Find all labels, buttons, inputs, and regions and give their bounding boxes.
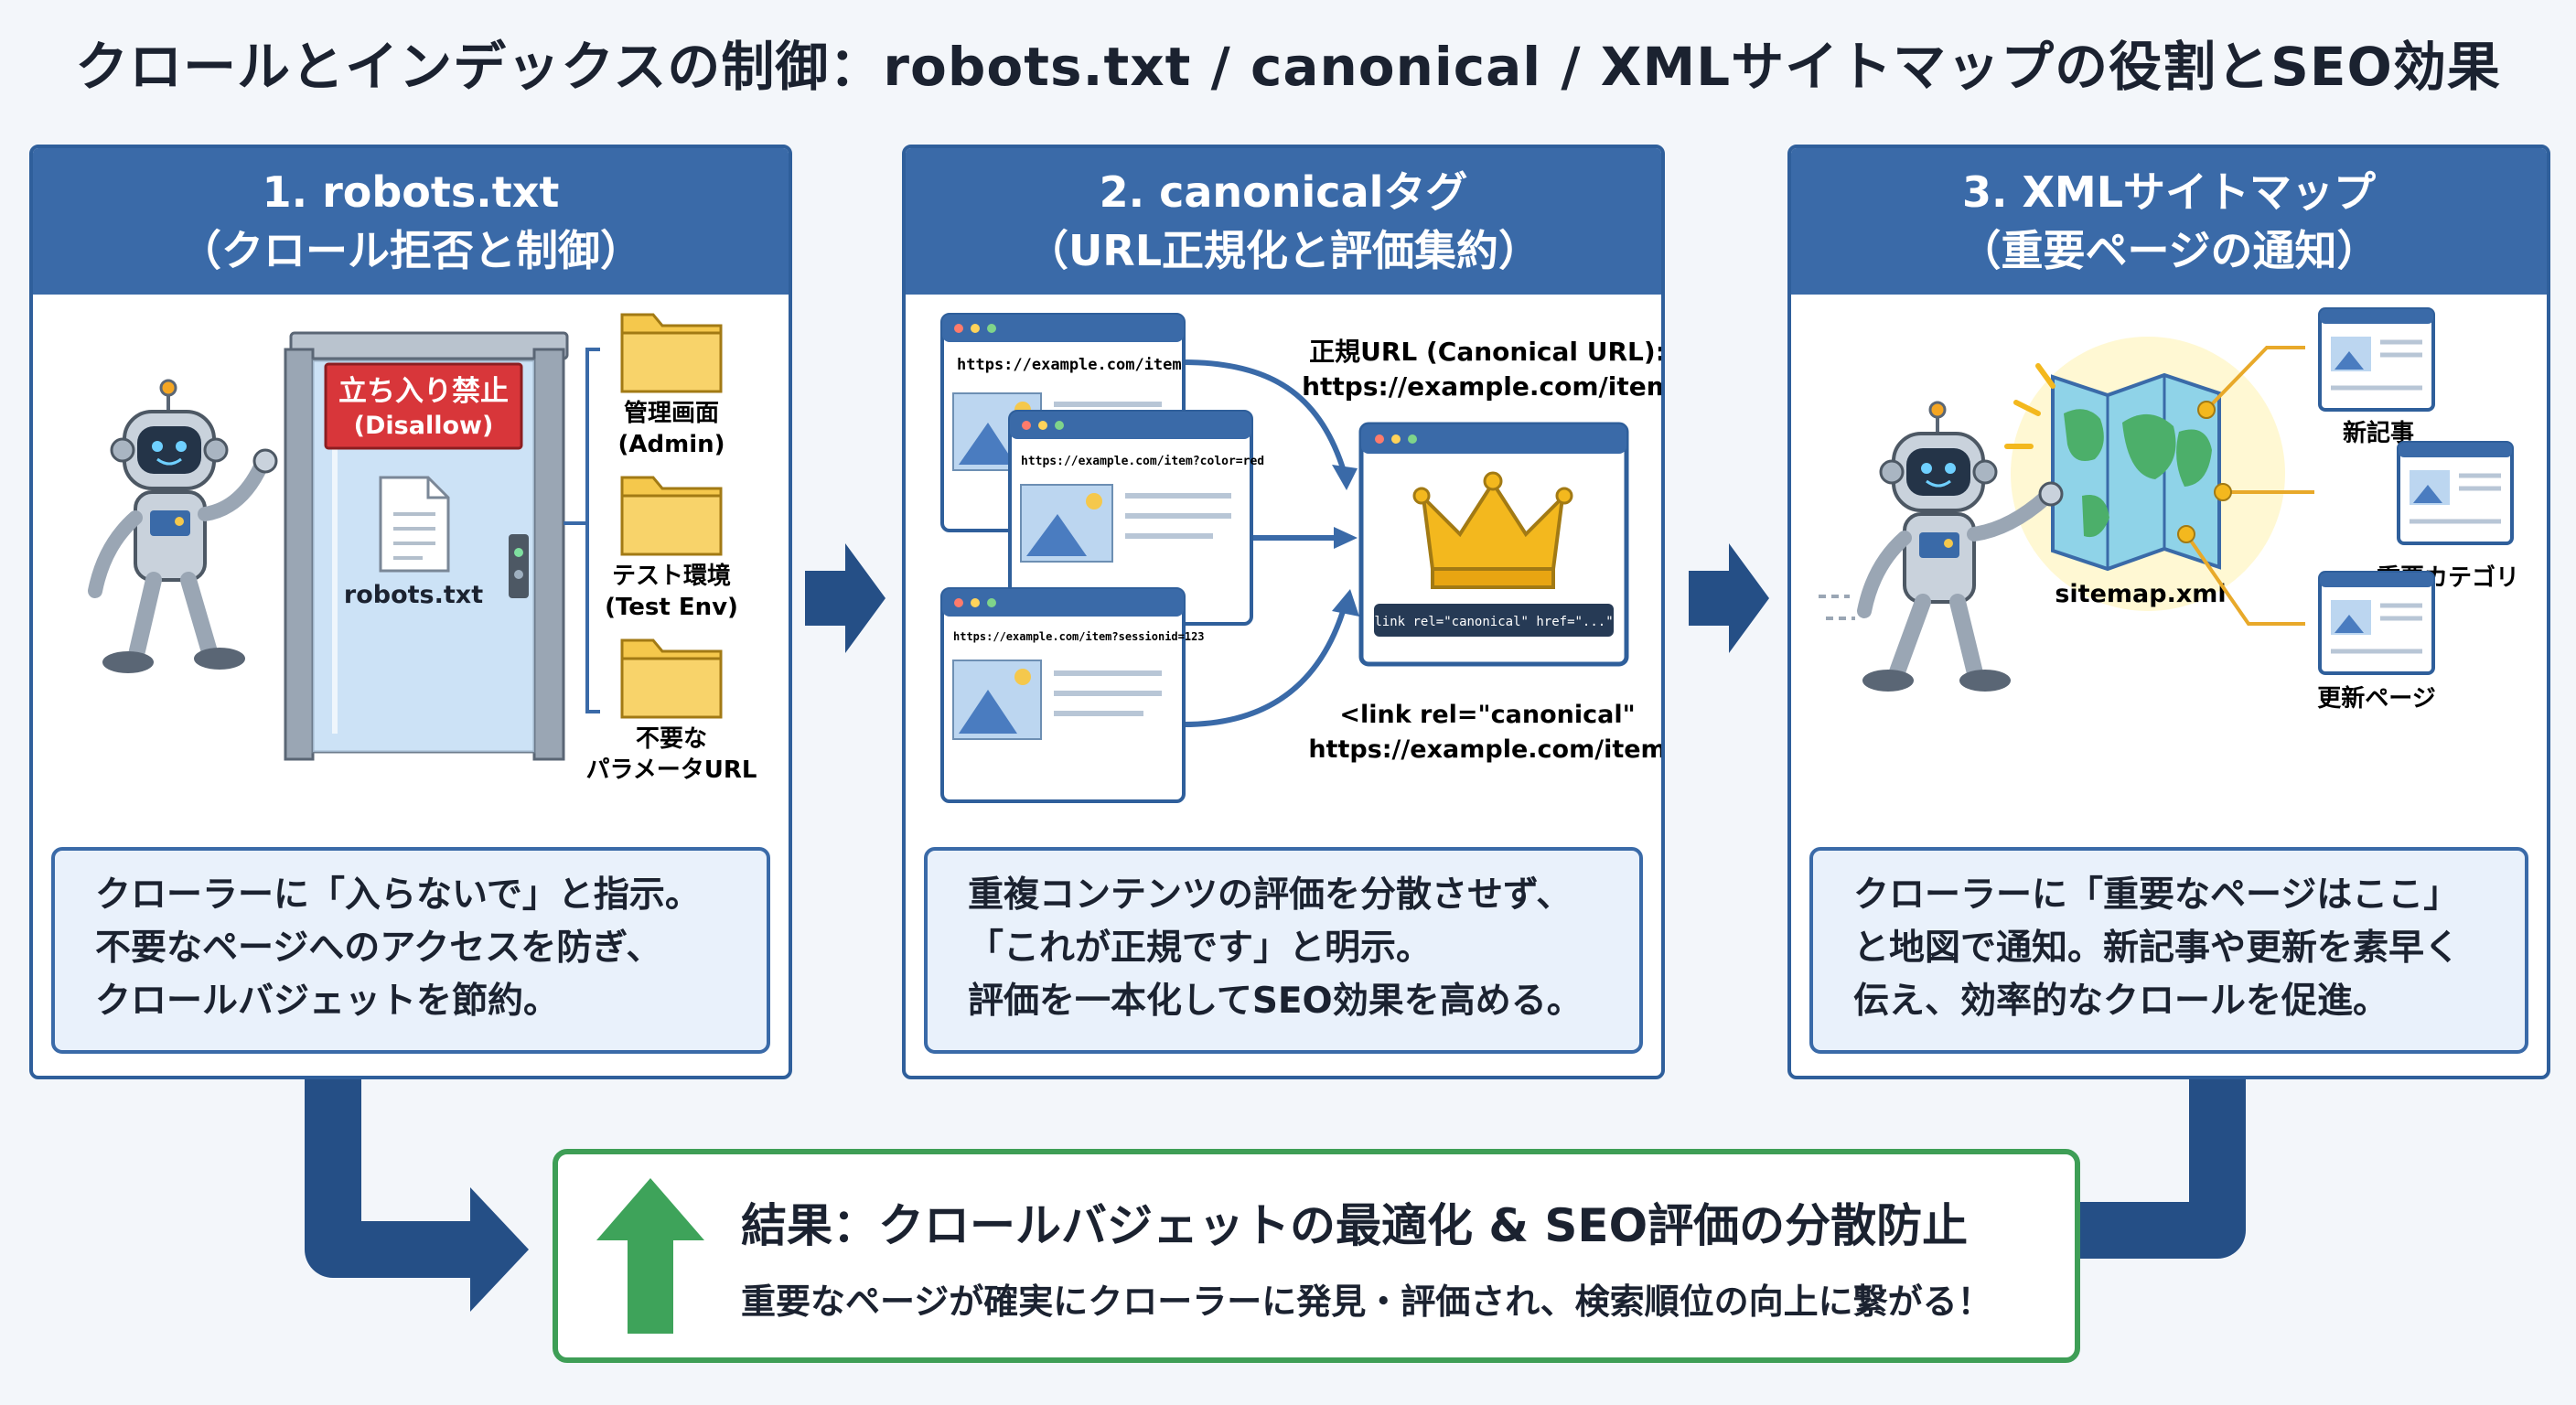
folder-icon xyxy=(620,313,723,393)
desc-line: クローラーに「重要なページはここ」 xyxy=(1853,874,2460,916)
flow-arrow-to-result xyxy=(305,1079,529,1312)
robots-illustration: 立ち入り禁止 (Disallow) robots.txt 管理画面 (Admin… xyxy=(88,313,757,784)
no-entry-sign: 立ち入り禁止 (Disallow) xyxy=(324,362,523,450)
folder-label-line2: (Admin) xyxy=(617,431,724,458)
sign-text: 立ち入り禁止 xyxy=(338,375,509,408)
desc-line: クローラーに「入らないで」と指示。 xyxy=(95,874,701,916)
link-tag-line1: <link rel="canonical" xyxy=(1339,701,1635,729)
panel-heading: 3. XMLサイトマップ （重要ページの通知） xyxy=(1791,148,2547,295)
browser-window-icon xyxy=(1008,410,1253,626)
result-subtitle: 重要なページが確実にクローラーに発見・評価され、検索順位の向上に繋がる！ xyxy=(741,1282,1992,1322)
folder-label-line2: (Test Env) xyxy=(605,594,738,621)
file-label: robots.txt xyxy=(344,581,483,609)
folder-icon xyxy=(620,476,723,556)
panel-heading-line2: （重要ページの通知） xyxy=(1959,226,2379,275)
folder-label-line1: テスト環境 xyxy=(612,562,731,590)
desc-line: 不要なページへのアクセスを防ぎ、 xyxy=(95,928,662,969)
flow-arrow-right xyxy=(805,543,886,653)
url-text: https://example.com/item xyxy=(957,356,1182,374)
desc-line: 評価を一本化してSEO効果を高める。 xyxy=(968,981,1583,1022)
url-text: https://example.com/item?color=red xyxy=(1021,455,1264,468)
canonical-illustration: https://example.com/item https://example… xyxy=(940,313,1661,803)
folder-label-line2: パラメータURL xyxy=(586,756,757,784)
link-tag-line2: https://example.com/item xyxy=(1308,735,1661,764)
desc-line: 重複コンテンツの評価を分散させず、 xyxy=(968,874,1572,916)
file-icon xyxy=(379,476,450,573)
panel-canonical: 2. canonicalタグ （URL正規化と評価集約） https://exa… xyxy=(902,145,1665,1079)
panel-heading-line2: （クロール拒否と制御） xyxy=(179,226,642,275)
sitemap-illustration: sitemap.xml 新記事 xyxy=(1819,307,2519,713)
page-title: クロールとインデックスの制御：robots.txt / canonical / … xyxy=(75,36,2501,98)
panel-description: 重複コンテンツの評価を分散させず、 「これが正規です」と明示。 評価を一本化して… xyxy=(924,847,1643,1054)
folder-label-line1: 管理画面 xyxy=(624,400,719,427)
flow-connector-from-panel3 xyxy=(2080,1079,2246,1259)
map-label: sitemap.xml xyxy=(2055,580,2226,608)
page-label: 更新ページ xyxy=(2317,684,2435,713)
desc-line: クロールバジェットを節約。 xyxy=(95,981,560,1022)
panel-heading-line1: 2. canonicalタグ xyxy=(1099,167,1468,217)
browser-window-icon xyxy=(940,587,1186,803)
browser-window-icon xyxy=(2318,307,2435,412)
canonical-label: 正規URL (Canonical URL): xyxy=(1309,337,1661,367)
sign-subtext: (Disallow) xyxy=(354,412,494,440)
browser-window-icon xyxy=(2397,441,2514,545)
canonical-code-snippet: <link rel="canonical" href="..."> xyxy=(1367,615,1621,629)
panel-heading: 1. robots.txt （クロール拒否と制御） xyxy=(33,148,789,295)
robot-icon xyxy=(1819,401,2064,692)
desc-line: 伝え、効率的なクロールを促進。 xyxy=(1853,981,2389,1022)
panel-description: クローラーに「入らないで」と指示。 不要なページへのアクセスを防ぎ、 クロールバ… xyxy=(51,847,770,1054)
panel-description: クローラーに「重要なページはここ」 と地図で通知。新記事や更新を素早く 伝え、効… xyxy=(1809,847,2528,1054)
map-icon xyxy=(2051,372,2221,572)
panel-heading: 2. canonicalタグ （URL正規化と評価集約） xyxy=(906,148,1661,295)
result-box: 結果：クロールバジェットの最適化 & SEO評価の分散防止 重要なページが確実に… xyxy=(553,1149,2080,1363)
desc-line: 「これが正規です」と明示。 xyxy=(968,928,1433,969)
panel-heading-line1: 1. robots.txt xyxy=(262,167,560,217)
url-text: https://example.com/item?sessionid=123 xyxy=(953,630,1205,643)
robot-icon xyxy=(88,379,278,673)
up-arrow-icon xyxy=(596,1178,704,1334)
folder-icon xyxy=(620,638,723,719)
panel-xml-sitemap: 3. XMLサイトマップ （重要ページの通知） sitemap.xml xyxy=(1787,145,2550,1079)
folder-label-line1: 不要な xyxy=(636,725,707,753)
crown-icon xyxy=(1412,471,1573,589)
canonical-url: https://example.com/item xyxy=(1302,371,1661,402)
flow-arrow-right xyxy=(1689,543,1769,653)
desc-line: と地図で通知。新記事や更新を素早く xyxy=(1853,928,2461,969)
panel-heading-line1: 3. XMLサイトマップ xyxy=(1961,167,2377,217)
result-title: 結果：クロールバジェットの最適化 & SEO評価の分散防止 xyxy=(741,1199,1969,1252)
panel-robots-txt: 1. robots.txt （クロール拒否と制御） 立ち入り禁止 (Disall… xyxy=(29,145,792,1079)
browser-window-icon xyxy=(2318,571,2435,675)
panel-heading-line2: （URL正規化と評価集約） xyxy=(1025,226,1541,275)
